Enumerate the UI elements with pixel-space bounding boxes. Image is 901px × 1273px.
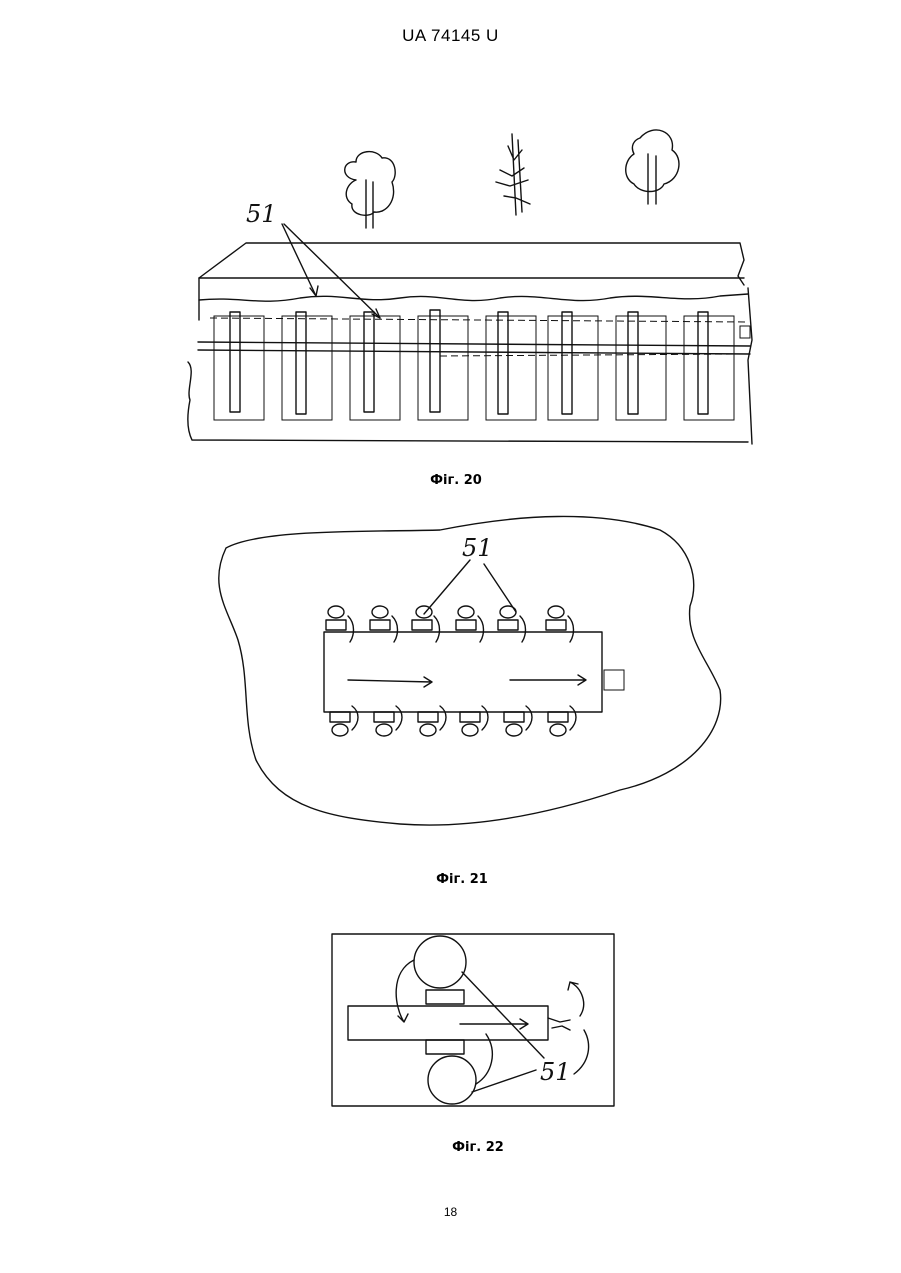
figure-22-label-51: 51 [540, 1058, 571, 1086]
figure-22-tree-bottom [428, 1056, 476, 1104]
figure-22-caption: Фіг. 22 [418, 1140, 538, 1155]
figure-22-frame [332, 934, 614, 1106]
figure-22-tree-top [414, 936, 466, 988]
page-number: 18 [0, 1205, 901, 1219]
figure-22-arrow [460, 1019, 528, 1029]
figure-22-row [348, 1006, 548, 1040]
figure-22-drawing: 51 [0, 0, 901, 1120]
